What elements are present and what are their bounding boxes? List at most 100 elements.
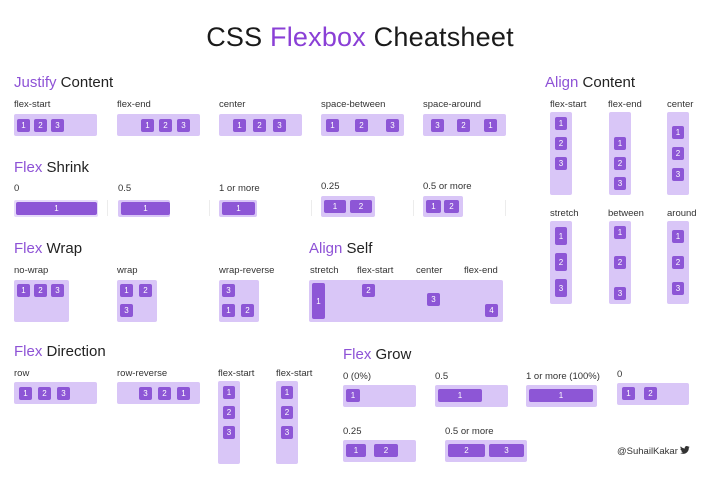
- flex-item: 3: [555, 157, 567, 170]
- label-align-self-center: center: [416, 265, 443, 276]
- flex-item: 1: [438, 389, 482, 402]
- flex-item: 3: [281, 426, 293, 439]
- demo-container: 1 2 3: [117, 114, 200, 136]
- flex-item: 2: [241, 304, 254, 317]
- section-title-flex-grow: Flex Grow: [343, 346, 412, 363]
- label-shrink-0-5: 0.5: [118, 183, 132, 194]
- flex-item: 2: [139, 284, 152, 297]
- flex-item: 2: [457, 119, 470, 132]
- flex-item: 1: [17, 284, 30, 297]
- demo-container: 1 2 3: [609, 221, 631, 304]
- flex-item: 1: [281, 386, 293, 399]
- flex-item: 1: [324, 200, 346, 213]
- demo-container: 1 2 3: [667, 221, 689, 304]
- label-grow-0: 0 (0%): [343, 371, 371, 382]
- twitter-bird-icon: [680, 446, 690, 454]
- demo-container: 1 2: [321, 196, 375, 217]
- section-title-flex-direction: Flex Direction: [14, 343, 106, 360]
- flex-item: 2: [672, 147, 684, 160]
- label-direction-column: flex-start: [218, 368, 255, 379]
- divider: [311, 200, 312, 216]
- label-justify-center: center: [219, 99, 246, 110]
- demo-container: 1: [343, 385, 416, 407]
- flex-item: 1: [614, 137, 626, 150]
- label-wrap-wrap: wrap: [117, 265, 138, 276]
- flex-item: 3: [614, 287, 626, 300]
- flex-item: 2: [555, 253, 567, 271]
- demo-container: 1 2 3: [667, 112, 689, 195]
- label-align-content-center: center: [667, 99, 694, 110]
- flex-item: 1: [622, 387, 635, 400]
- demo-container: 1: [219, 200, 257, 217]
- demo-container: 1 2 3: [609, 112, 631, 195]
- flex-item: 2: [34, 119, 47, 132]
- label-align-content-stretch: stretch: [550, 208, 579, 219]
- flex-item: 1: [312, 283, 325, 319]
- label-wrap-wrap-reverse: wrap-reverse: [219, 265, 275, 276]
- demo-container: 3 1 2: [219, 280, 259, 322]
- demo-container: 1 2 3: [219, 114, 302, 136]
- flex-item: 3: [51, 119, 64, 132]
- label-justify-space-around: space-around: [423, 99, 482, 110]
- demo-container: 1 2: [617, 383, 689, 405]
- flex-item: 1: [120, 284, 133, 297]
- flex-item: 3: [222, 284, 235, 297]
- flex-item: 1: [555, 227, 567, 245]
- flex-item: 2: [672, 256, 684, 269]
- flex-item: 1: [326, 119, 339, 132]
- demo-container: 1 2 3: [276, 381, 298, 464]
- demo-container: 1 2 3: [321, 114, 404, 136]
- label-grow-1-or-more: 1 or more (100%): [526, 371, 600, 382]
- section-title-justify-content: Justify Content: [14, 74, 114, 91]
- demo-container: 3 2 1: [423, 114, 506, 136]
- flex-item: 1: [426, 200, 441, 213]
- flex-item: 3: [431, 119, 444, 132]
- demo-container: 1 2 3 4: [309, 280, 503, 322]
- flex-item: 2: [448, 444, 485, 457]
- section-title-align-content: Align Content: [545, 74, 636, 91]
- flex-item: 1: [177, 387, 190, 400]
- label-align-content-around: around: [667, 208, 697, 219]
- flex-item: 2: [614, 157, 626, 170]
- flex-item: 2: [159, 119, 172, 132]
- label-justify-flex-start: flex-start: [14, 99, 51, 110]
- flex-item: 2: [34, 284, 47, 297]
- demo-container: 1 2 3: [550, 221, 572, 304]
- flex-item: 1: [529, 389, 593, 402]
- flex-item: 3: [120, 304, 133, 317]
- flex-item: 1: [222, 304, 235, 317]
- demo-container: 1 2 3: [14, 280, 69, 322]
- flex-item: 1: [222, 202, 255, 215]
- flex-item: 1: [16, 202, 97, 215]
- flex-item: 1: [672, 126, 684, 139]
- flex-item: 3: [273, 119, 286, 132]
- flex-item: 1: [141, 119, 154, 132]
- flex-item: 3: [555, 279, 567, 297]
- flex-item: 1: [17, 119, 30, 132]
- flex-item: 3: [51, 284, 64, 297]
- demo-container: 1 2 3: [218, 381, 240, 464]
- demo-container: 1 2: [343, 440, 416, 462]
- demo-container: 1: [526, 385, 597, 407]
- label-shrink-0: 0: [14, 183, 20, 194]
- divider: [505, 200, 506, 216]
- section-title-flex-shrink: Flex Shrink: [14, 159, 90, 176]
- flex-item: 3: [139, 387, 152, 400]
- flex-item: 2: [355, 119, 368, 132]
- label-align-content-flex-start: flex-start: [550, 99, 587, 110]
- demo-container: 1: [118, 200, 170, 217]
- flex-item: 2: [253, 119, 266, 132]
- flex-item: 1: [555, 117, 567, 130]
- demo-container: 1 2 3: [14, 114, 97, 136]
- label-justify-flex-end: flex-end: [117, 99, 151, 110]
- demo-container: 2 3: [445, 440, 527, 462]
- demo-container: 1 2 3: [550, 112, 572, 195]
- label-grow-0-5: 0.5: [435, 371, 449, 382]
- flex-item: 1: [346, 444, 366, 457]
- page-title: CSS Flexbox Cheatsheet: [206, 22, 514, 52]
- demo-container: 1 2 3: [117, 280, 157, 322]
- flex-item: 2: [362, 284, 375, 297]
- flex-item: 2: [614, 256, 626, 269]
- flex-item: 3: [427, 293, 440, 306]
- flex-item: 3: [672, 282, 684, 295]
